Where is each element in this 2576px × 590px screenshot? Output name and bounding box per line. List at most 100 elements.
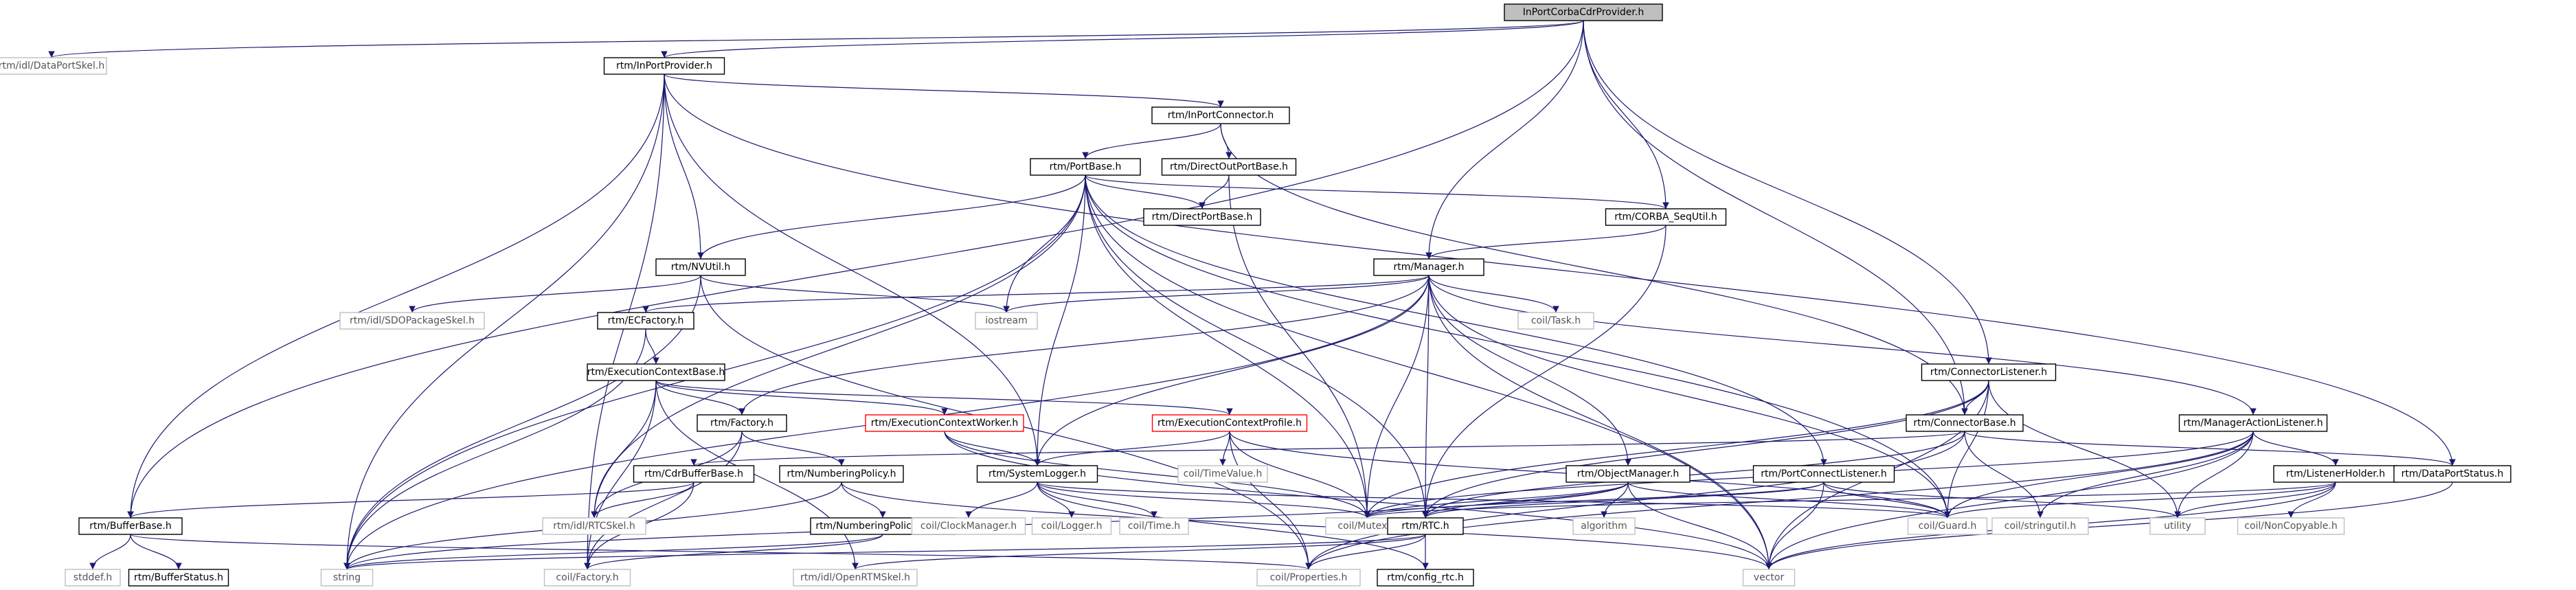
node-box-corbaseq[interactable]: [1605, 208, 1727, 226]
node-coilguard: coil/Guard.h: [1907, 517, 1988, 535]
node-nvutil[interactable]: rtm/NVUtil.h: [655, 258, 746, 276]
node-label-noncopyable: coil/NonCopyable.h: [2244, 521, 2337, 532]
node-configrtc[interactable]: rtm/config_rtc.h: [1377, 569, 1474, 587]
node-box-ecbase[interactable]: [587, 363, 725, 381]
node-listenerholder[interactable]: rtm/ListenerHolder.h: [2273, 465, 2398, 483]
node-ecbase[interactable]: rtm/ExecutionContextBase.h: [587, 363, 725, 381]
edge-inportprovider-to-nvutil: [664, 73, 704, 260]
node-box-mgractlistener[interactable]: [2178, 414, 2328, 432]
node-box-directportbase[interactable]: [1143, 208, 1261, 226]
node-portconnlistener[interactable]: rtm/PortConnectListener.h: [1752, 465, 1895, 483]
node-inportconnector[interactable]: rtm/InPortConnector.h: [1151, 106, 1290, 124]
node-ecworker[interactable]: rtm/ExecutionContextWorker.h: [865, 414, 1024, 432]
edge-factory-to-coilfactory: [584, 431, 743, 570]
node-box-rtmrtc[interactable]: [1387, 517, 1464, 535]
edge-portconnlistener-to-coilmutex: [1364, 481, 1824, 519]
node-dataportstatus[interactable]: rtm/DataPortStatus.h: [2393, 465, 2511, 483]
edge-objectmanager-to-coilmutex: [1364, 481, 1629, 519]
node-box-root[interactable]: [1504, 3, 1663, 21]
edge-ecworker-to-vector: [944, 431, 1772, 570]
node-box-bufferstatus[interactable]: [128, 569, 229, 587]
edge-connlistener-to-utility: [1988, 380, 2181, 519]
edge-rtmrtc-to-coilproperties: [1305, 534, 1426, 570]
include-nodes: InPortCorbaCdrProvider.h rtm/idl/DataPort…: [0, 3, 2511, 587]
node-box-inportconnector[interactable]: [1151, 106, 1290, 124]
node-box-dataportskel: [0, 57, 107, 75]
node-box-objectmanager[interactable]: [1566, 465, 1691, 483]
node-label-bufferstatus: rtm/BufferStatus.h: [134, 572, 223, 583]
node-box-nvutil[interactable]: [655, 258, 746, 276]
node-label-timevalue: coil/TimeValue.h: [1184, 468, 1263, 479]
node-box-portbase[interactable]: [1030, 158, 1141, 176]
edge-nvutil-to-sdopackage: [409, 275, 701, 313]
edge-root-to-inportprovider: [661, 20, 1584, 58]
node-label-numberingpolicy: rtm/NumberingPolicy.h: [787, 468, 896, 479]
node-bufferbase[interactable]: rtm/BufferBase.h: [78, 517, 183, 535]
edge-manager-to-iostream: [1003, 275, 1430, 313]
node-portbase[interactable]: rtm/PortBase.h: [1030, 158, 1141, 176]
node-box-factory[interactable]: [697, 414, 787, 432]
node-box-ecprofile[interactable]: [1151, 414, 1308, 432]
node-box-configrtc[interactable]: [1377, 569, 1474, 587]
node-connlistener[interactable]: rtm/ConnectorListener.h: [1921, 363, 2057, 381]
node-box-numberingpolicy[interactable]: [779, 465, 904, 483]
edge-corbaseq-to-rtmrtc: [1422, 225, 1667, 519]
edge-objectmanager-to-rtmrtc: [1422, 481, 1629, 519]
node-box-portconnlistener[interactable]: [1752, 465, 1895, 483]
node-label-mgractlistener: rtm/ManagerActionListener.h: [2183, 418, 2323, 429]
node-box-ecfactory[interactable]: [597, 312, 694, 330]
edge-rtmrtc-to-string: [343, 534, 1426, 570]
node-box-connbase[interactable]: [1906, 414, 2024, 432]
edge-portconnlistener-to-rtmrtc: [1422, 481, 1824, 519]
node-box-directoutportbase[interactable]: [1161, 158, 1297, 176]
node-factory[interactable]: rtm/Factory.h: [697, 414, 787, 432]
node-root[interactable]: InPortCorbaCdrProvider.h: [1504, 3, 1663, 21]
node-objectmanager[interactable]: rtm/ObjectManager.h: [1566, 465, 1691, 483]
node-label-rtmrtc: rtm/RTC.h: [1401, 521, 1449, 532]
node-coilproperties: coil/Properties.h: [1256, 569, 1361, 587]
edge-listenerholder-to-coilguard: [1944, 481, 2336, 519]
edge-portbase-to-coilguard: [1085, 174, 1951, 519]
node-box-cdrbufferbase[interactable]: [633, 465, 755, 483]
node-manager[interactable]: rtm/Manager.h: [1373, 258, 1484, 276]
edge-manager-to-coiltask: [1428, 275, 1559, 313]
node-box-manager[interactable]: [1373, 258, 1484, 276]
node-box-inportprovider[interactable]: [603, 57, 725, 75]
node-box-vector: [1742, 569, 1796, 587]
node-label-stringutil: coil/stringutil.h: [2004, 521, 2076, 532]
edge-numberingpolicybase-to-coilfactory: [584, 534, 883, 570]
edge-connbase-to-coilproperties: [1305, 431, 1965, 570]
node-corbaseq[interactable]: rtm/CORBA_SeqUtil.h: [1605, 208, 1727, 226]
node-inportprovider[interactable]: rtm/InPortProvider.h: [603, 57, 725, 75]
edge-portbase-to-portconnlistener: [1085, 174, 1827, 466]
node-label-coilproperties: coil/Properties.h: [1270, 572, 1348, 583]
node-sdopackage: rtm/idl/SDOPackageSkel.h: [339, 312, 485, 330]
node-box-iostream: [975, 312, 1038, 330]
node-stringutil: coil/stringutil.h: [1991, 517, 2089, 535]
node-box-bufferbase[interactable]: [78, 517, 183, 535]
node-box-dataportstatus[interactable]: [2393, 465, 2511, 483]
node-systemlogger[interactable]: rtm/SystemLogger.h: [976, 465, 1098, 483]
node-directportbase[interactable]: rtm/DirectPortBase.h: [1143, 208, 1261, 226]
node-label-root: InPortCorbaCdrProvider.h: [1523, 7, 1644, 18]
node-box-timevalue: [1177, 465, 1268, 483]
node-dataportskel: rtm/idl/DataPortSkel.h: [0, 57, 107, 75]
node-connbase[interactable]: rtm/ConnectorBase.h: [1906, 414, 2024, 432]
node-box-ecworker[interactable]: [865, 414, 1024, 432]
node-numberingpolicy[interactable]: rtm/NumberingPolicy.h: [779, 465, 904, 483]
edge-portbase-to-rtmrtc: [1085, 174, 1429, 519]
node-box-connlistener[interactable]: [1921, 363, 2057, 381]
node-bufferstatus[interactable]: rtm/BufferStatus.h: [128, 569, 229, 587]
edge-ecbase-to-coilfactory: [584, 380, 657, 570]
node-rtmrtc[interactable]: rtm/RTC.h: [1387, 517, 1464, 535]
node-ecfactory[interactable]: rtm/ECFactory.h: [597, 312, 694, 330]
node-ecprofile[interactable]: rtm/ExecutionContextProfile.h: [1151, 414, 1308, 432]
node-box-string: [320, 569, 374, 587]
node-cdrbufferbase[interactable]: rtm/CdrBufferBase.h: [633, 465, 755, 483]
node-mgractlistener[interactable]: rtm/ManagerActionListener.h: [2178, 414, 2328, 432]
edge-listenerholder-to-utility: [2174, 481, 2336, 519]
node-box-systemlogger[interactable]: [976, 465, 1098, 483]
node-directoutportbase[interactable]: rtm/DirectOutPortBase.h: [1161, 158, 1297, 176]
node-box-listenerholder[interactable]: [2273, 465, 2398, 483]
node-box-coillogger: [1031, 517, 1112, 535]
